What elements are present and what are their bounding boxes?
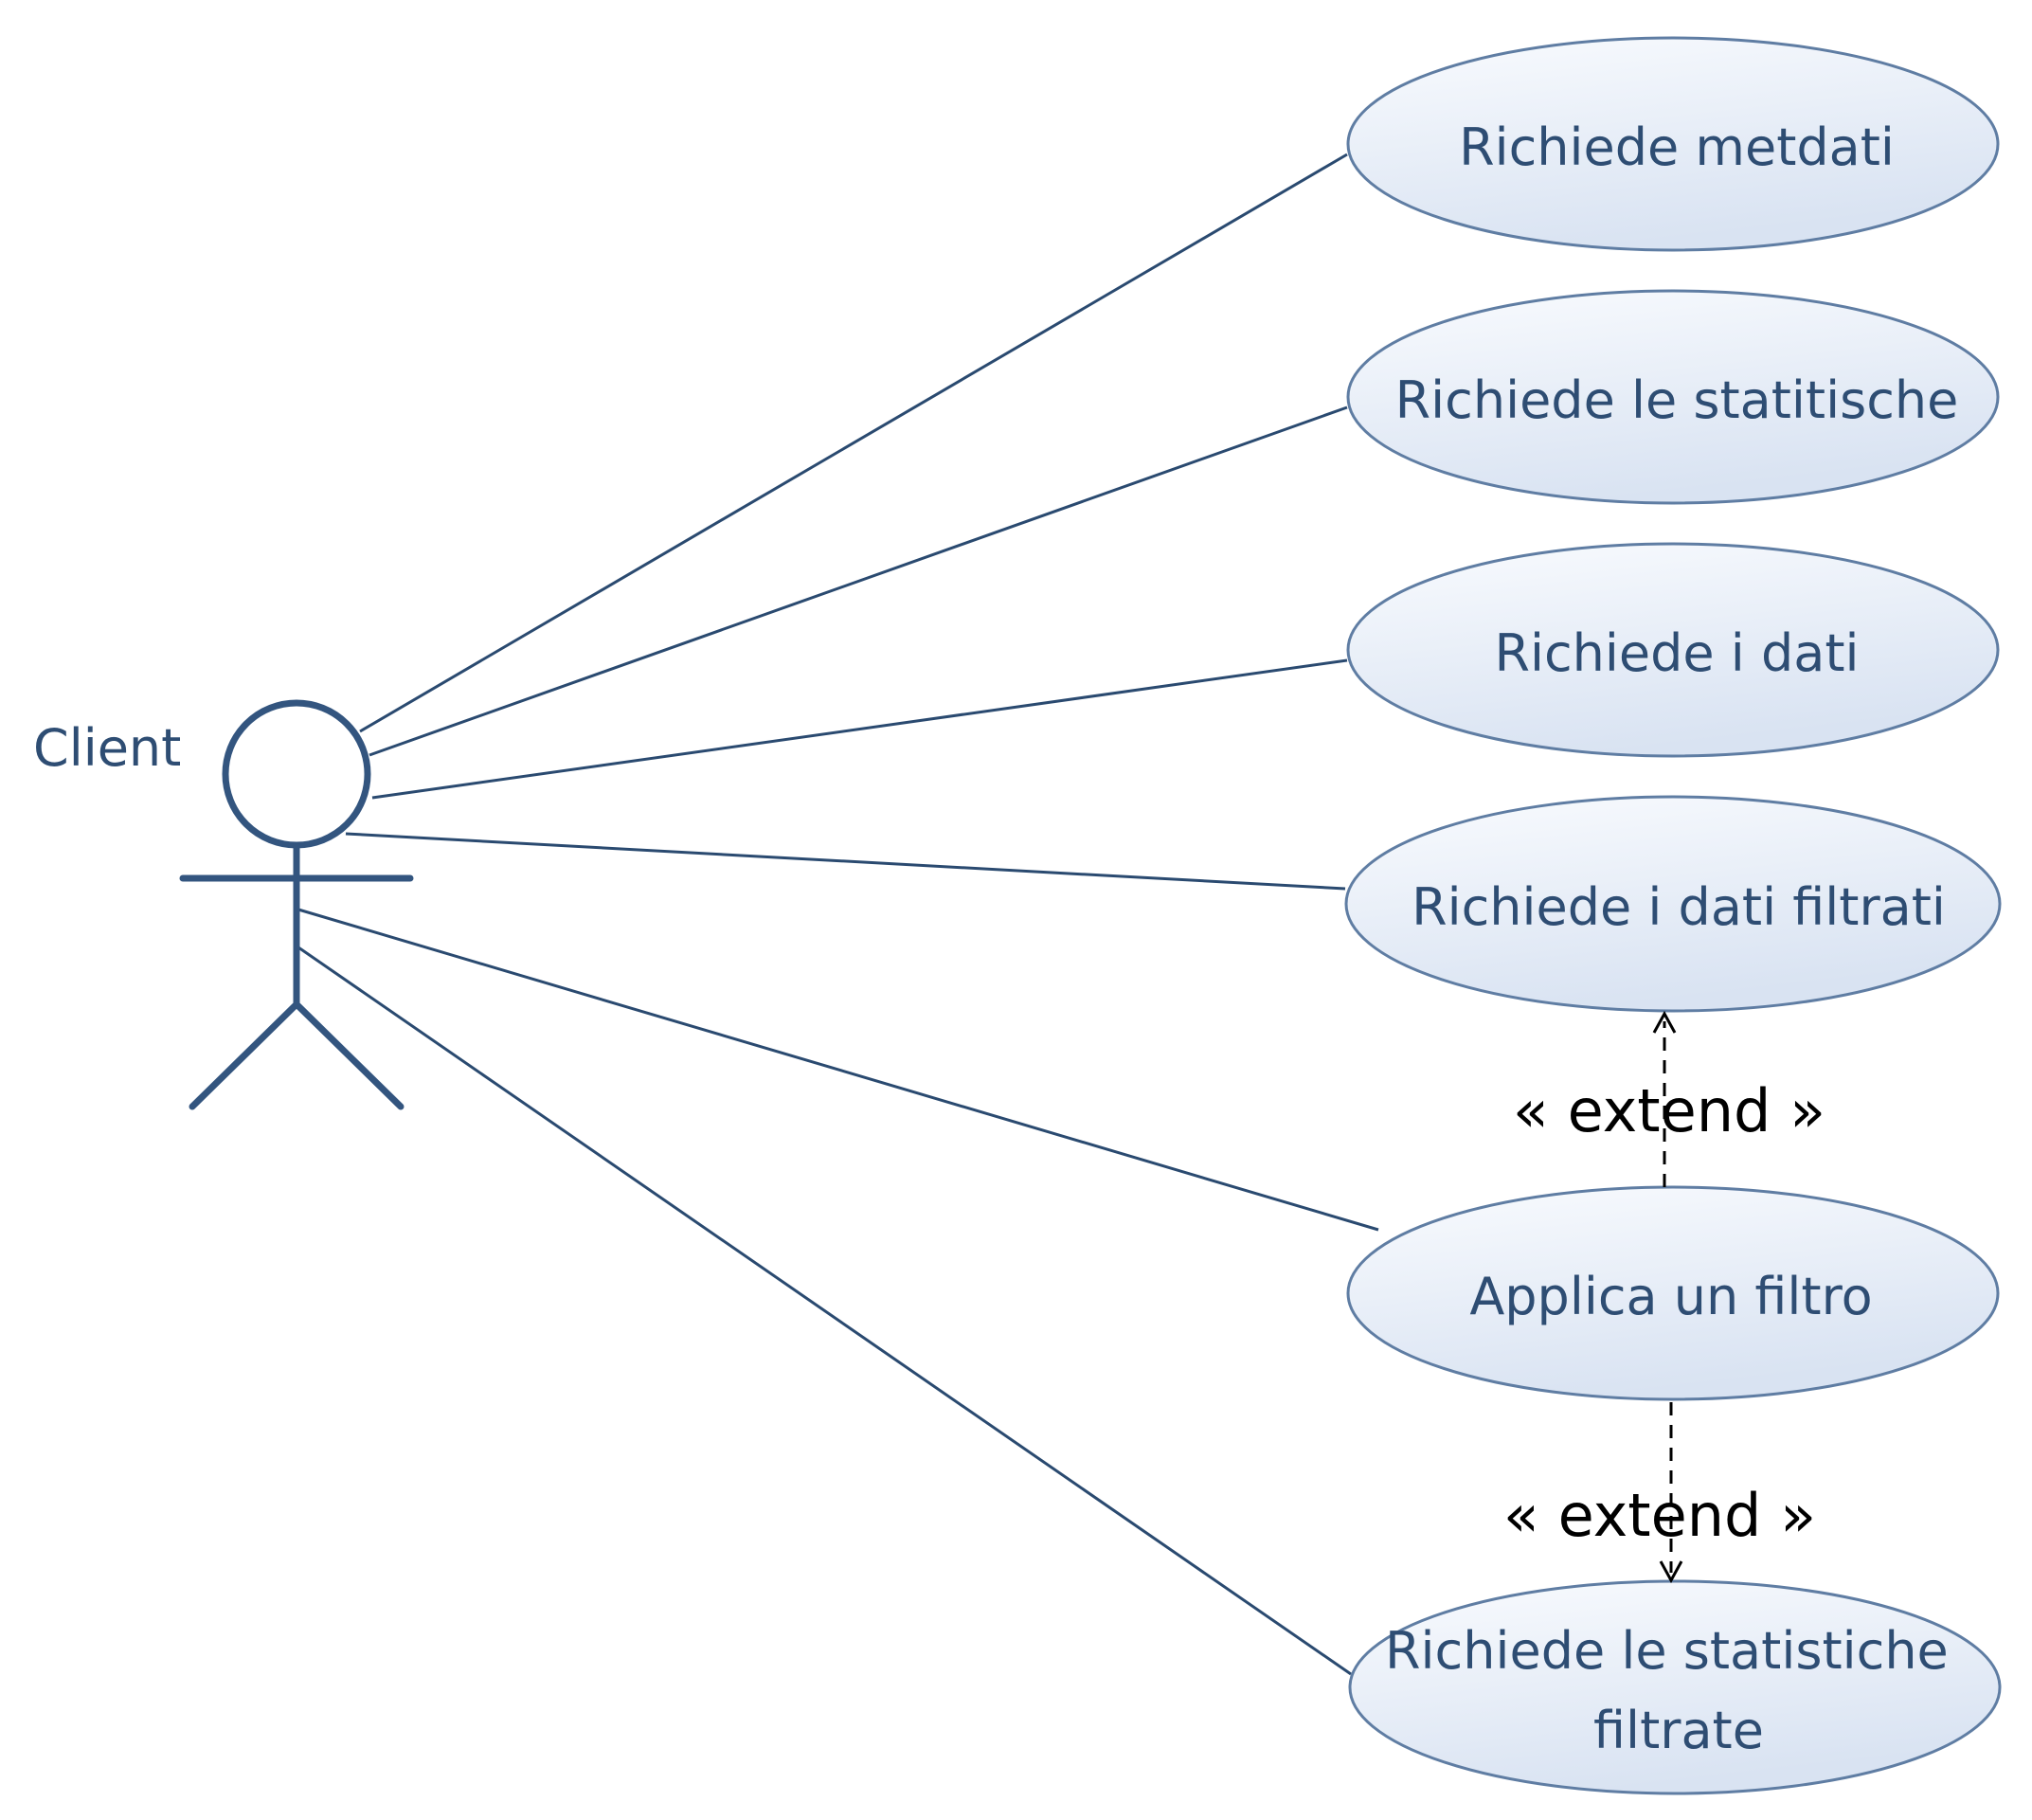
actor-name: Client <box>33 718 181 778</box>
use-case-label: Richiede metdati <box>1459 117 1895 177</box>
association-filtered-statistics[interactable] <box>297 946 1352 1676</box>
use-case-label: Richiede le statistiche filtrate <box>1385 1621 1965 1760</box>
extend-relation-filter-to-filtered-data[interactable]: « extend » <box>1513 1010 1825 1187</box>
use-case-label: Richiede i dati filtrati <box>1412 877 1946 937</box>
association-apply-filter[interactable] <box>297 908 1379 1232</box>
association-data[interactable] <box>371 658 1348 800</box>
associations <box>297 153 1379 1676</box>
actor-right-leg <box>293 1000 405 1110</box>
stereotype-label: « extend » <box>1503 1481 1816 1550</box>
association-metadata[interactable] <box>359 153 1348 733</box>
use-case-ellipse <box>1348 1579 2002 1795</box>
use-case-ellipse <box>1346 36 2000 252</box>
open-arrowhead <box>1652 1010 1677 1034</box>
use-case-label: Richiede le statitische <box>1395 370 1959 430</box>
use-case-requests-filtered-data[interactable]: Richiede i dati filtrati <box>1344 795 2002 1013</box>
use-case-requests-statistics[interactable]: Richiede le statitische <box>1346 289 2000 505</box>
use-case-ellipse <box>1346 542 2000 758</box>
use-case-requests-filtered-statistics[interactable]: Richiede le statistiche filtrate <box>1348 1579 2002 1795</box>
use-case-label: Applica un filtro <box>1469 1267 1872 1326</box>
use-case-ellipse <box>1346 289 2000 505</box>
use-case-label: Richiede i dati <box>1494 623 1859 683</box>
open-arrowhead <box>1659 1560 1683 1584</box>
association-filtered-data[interactable] <box>345 832 1346 891</box>
use-case-ellipse <box>1344 795 2002 1013</box>
extend-relation-filter-to-filtered-statistics[interactable]: « extend » <box>1503 1402 1816 1584</box>
use-case-ellipse <box>1346 1185 2000 1401</box>
actor-left-leg <box>189 1000 300 1110</box>
use-case-apply-filter[interactable]: Applica un filtro <box>1346 1185 2000 1401</box>
actor-client[interactable]: Client <box>33 699 414 1110</box>
stereotype-label: « extend » <box>1513 1076 1825 1145</box>
use-case-requests-metadata[interactable]: Richiede metdati <box>1346 36 2000 252</box>
actor-head <box>222 699 371 849</box>
association-statistics[interactable] <box>369 405 1348 757</box>
use-case-requests-data[interactable]: Richiede i dati <box>1346 542 2000 758</box>
